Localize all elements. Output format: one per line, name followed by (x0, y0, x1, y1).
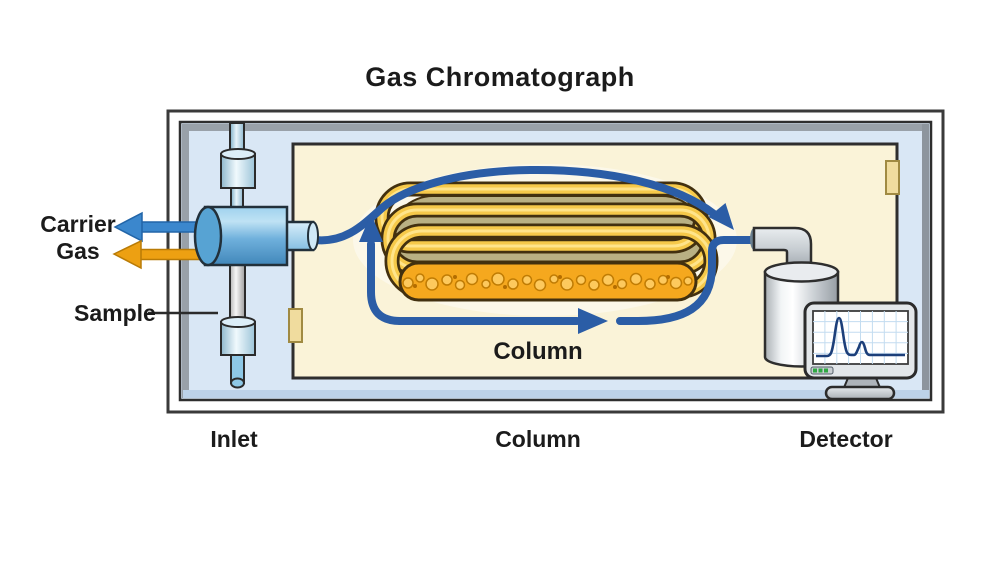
injector-nozzle-tip (307, 221, 319, 251)
inlet-lower-fitting-cap (220, 316, 256, 328)
packing-beads (402, 272, 693, 292)
sample-arrow-head-icon (112, 239, 142, 270)
packing-bead-shadows (413, 275, 670, 289)
flow-top-run (311, 165, 718, 245)
flow-arrow-up-icon (359, 214, 383, 242)
section-label-inlet: Inlet (210, 426, 258, 452)
diagram-title: Gas Chromatograph (365, 62, 635, 92)
inlet-lower-rod (229, 264, 246, 326)
section-label-column: Column (495, 426, 581, 452)
coil-packing-tube (398, 261, 698, 302)
inlet-assembly (193, 122, 319, 389)
flow-arrow-down-right-icon (708, 203, 734, 230)
column-coil (374, 181, 719, 302)
flow-path (311, 165, 758, 334)
sample-label: Sample (74, 300, 156, 326)
injector-body-cap (193, 205, 223, 267)
section-label-detector: Detector (799, 426, 893, 452)
housing-bevel-top (182, 124, 929, 131)
carrier-gas-label: Carrier Gas (18, 211, 138, 265)
housing-bevel-left (182, 124, 189, 398)
housing-bevel-right (922, 124, 929, 398)
flow-arrow-right-icon (578, 308, 608, 334)
monitor-led-icon (813, 368, 817, 373)
monitor-led-icon (818, 368, 823, 373)
detector-cylinder-top (763, 261, 840, 283)
packing-tube (398, 261, 698, 302)
carrier-gas-label-line1: Carrier (40, 211, 116, 237)
monitor-stand-base (824, 385, 896, 401)
monitor-led-icon (824, 368, 828, 373)
flow-exit-run (616, 236, 758, 325)
carrier-arrow-head-icon (113, 211, 143, 243)
column-callout-label: Column (493, 338, 583, 365)
oven-hinge-right (885, 160, 900, 195)
oven-hinge-left (288, 308, 303, 343)
flow-left-riser (367, 240, 404, 325)
monitor (803, 301, 918, 401)
carrier-gas-label-line2: Gas (56, 238, 100, 264)
inlet-top-fitting-cap (220, 148, 256, 160)
housing-shadow-bottom (183, 390, 929, 398)
chromatogram-trace (816, 316, 905, 358)
inlet-bottom-tube-end (230, 377, 245, 389)
